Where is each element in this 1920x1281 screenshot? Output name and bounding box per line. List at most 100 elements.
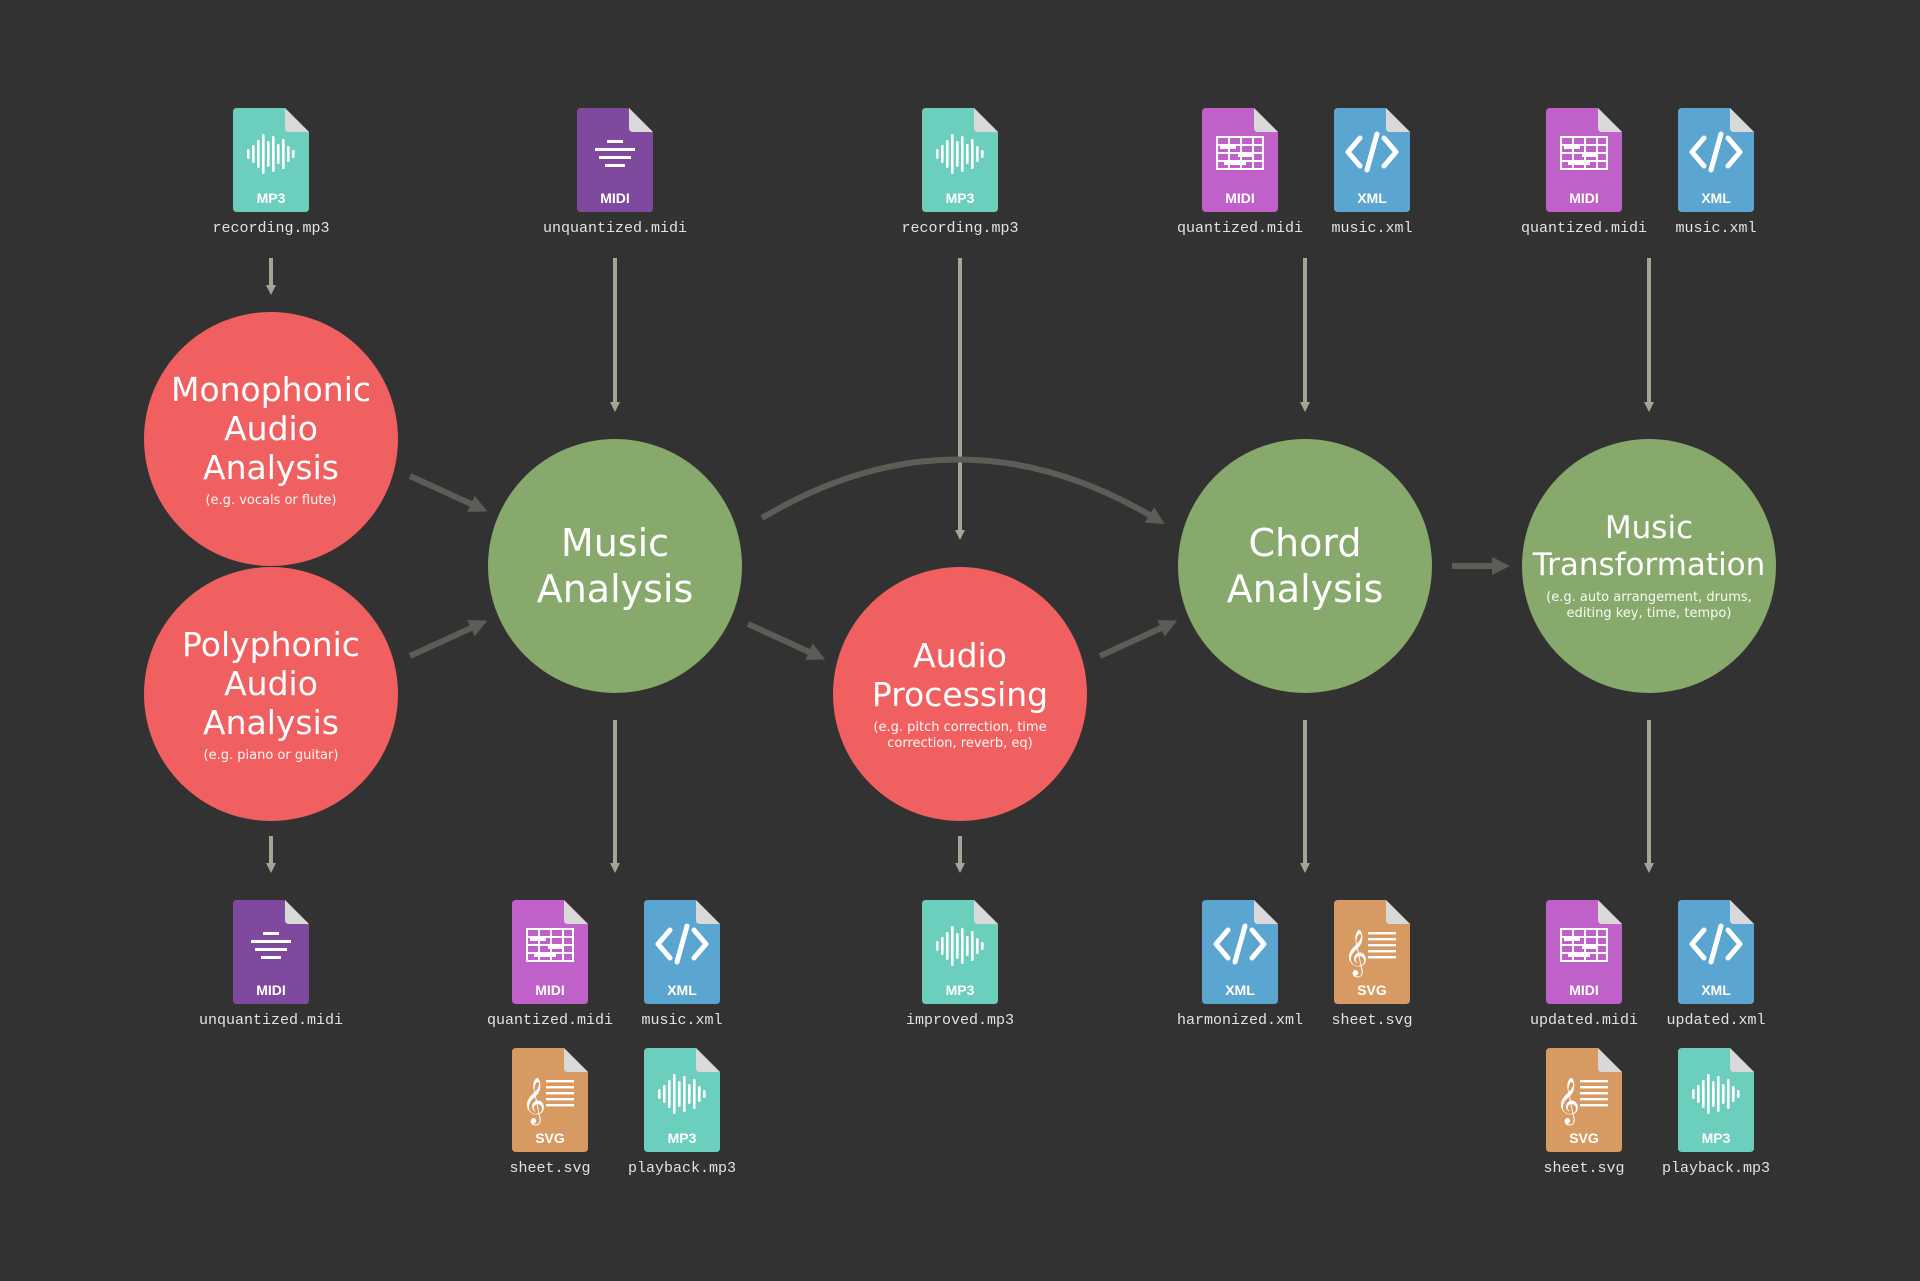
- file-type-label: MP3: [667, 1130, 697, 1146]
- node-monophonic-audio-analysis: Monophonic Audio Analysis (e.g. vocals o…: [144, 312, 398, 566]
- file-input[interactable]: MP3 recording.mp3: [890, 108, 1030, 248]
- file-icon: MP3: [1678, 1048, 1754, 1152]
- treble-clef-icon: 𝄞: [512, 1048, 588, 1152]
- file-input[interactable]: MP3 recording.mp3: [201, 108, 341, 248]
- file-icon: 𝄞 SVG: [1334, 900, 1410, 1004]
- arrow-music-to-audio: [746, 621, 826, 661]
- node-title: Chord Analysis: [1226, 521, 1384, 611]
- node-title: Music Transformation: [1532, 510, 1766, 583]
- file-name: unquantized.midi: [542, 220, 688, 237]
- file-icon: 𝄞 SVG: [1546, 1048, 1622, 1152]
- waveform-icon: [644, 1048, 720, 1152]
- file-icon: MIDI: [512, 900, 588, 1004]
- file-output[interactable]: MIDI quantized.midi: [480, 900, 620, 1040]
- file-name: quantized.midi: [1176, 220, 1304, 237]
- file-name: unquantized.midi: [198, 1012, 344, 1029]
- file-icon: MP3: [644, 1048, 720, 1152]
- node-chord-analysis: Chord Analysis: [1178, 439, 1432, 693]
- file-output[interactable]: MP3 improved.mp3: [890, 900, 1030, 1040]
- file-input[interactable]: MIDI unquantized.midi: [542, 108, 688, 248]
- file-name: updated.midi: [1529, 1012, 1639, 1029]
- file-type-label: MP3: [1701, 1130, 1731, 1146]
- file-icon: XML: [1334, 108, 1410, 212]
- file-name: sheet.svg: [1331, 1012, 1413, 1029]
- waveform-icon: [1678, 1048, 1754, 1152]
- arrow-mono-to-music: [408, 473, 488, 513]
- file-input[interactable]: XML music.xml: [1646, 108, 1786, 248]
- code-icon: [1678, 108, 1754, 212]
- code-icon: [644, 900, 720, 1004]
- file-output[interactable]: MP3 playback.mp3: [1646, 1048, 1786, 1188]
- file-type-label: MIDI: [535, 982, 565, 998]
- treble-clef-icon: 𝄞: [1334, 900, 1410, 1004]
- file-type-label: MIDI: [1225, 190, 1255, 206]
- file-output[interactable]: XML music.xml: [612, 900, 752, 1040]
- code-icon: [1334, 108, 1410, 212]
- file-name: recording.mp3: [212, 220, 330, 237]
- file-name: playback.mp3: [627, 1160, 737, 1177]
- node-polyphonic-audio-analysis: Polyphonic Audio Analysis (e.g. piano or…: [144, 567, 398, 821]
- code-icon: [1202, 900, 1278, 1004]
- file-icon: MP3: [233, 108, 309, 212]
- file-name: recording.mp3: [901, 220, 1019, 237]
- file-icon: MIDI: [1202, 108, 1278, 212]
- file-output[interactable]: 𝄞 SVG sheet.svg: [1514, 1048, 1654, 1188]
- file-icon: 𝄞 SVG: [512, 1048, 588, 1152]
- grid-icon: [1546, 900, 1622, 1004]
- file-name: music.xml: [641, 1012, 723, 1029]
- file-name: quantized.midi: [1520, 220, 1648, 237]
- file-icon: XML: [1202, 900, 1278, 1004]
- file-type-label: XML: [667, 982, 697, 998]
- file-type-label: MIDI: [600, 190, 630, 206]
- file-output[interactable]: MIDI updated.midi: [1514, 900, 1654, 1040]
- file-input[interactable]: MIDI quantized.midi: [1170, 108, 1310, 248]
- code-icon: [1678, 900, 1754, 1004]
- file-output[interactable]: MP3 playback.mp3: [612, 1048, 752, 1188]
- node-subtitle: (e.g. auto arrangement, drums, editing k…: [1546, 590, 1752, 621]
- file-icon: MP3: [922, 108, 998, 212]
- node-music-transformation: Music Transformation (e.g. auto arrangem…: [1522, 439, 1776, 693]
- file-type-label: MIDI: [256, 982, 286, 998]
- node-title: Audio Processing: [871, 636, 1049, 714]
- file-output[interactable]: XML updated.xml: [1646, 900, 1786, 1040]
- node-title: Polyphonic Audio Analysis: [182, 624, 360, 742]
- file-type-label: MP3: [945, 982, 975, 998]
- svg-text:𝄞: 𝄞: [1556, 1078, 1580, 1126]
- lines-icon: [577, 108, 653, 212]
- file-name: sheet.svg: [509, 1160, 591, 1177]
- svg-text:𝄞: 𝄞: [1344, 930, 1368, 978]
- file-icon: MP3: [922, 900, 998, 1004]
- file-icon: MIDI: [1546, 900, 1622, 1004]
- file-name: quantized.midi: [486, 1012, 614, 1029]
- file-output[interactable]: 𝄞 SVG sheet.svg: [480, 1048, 620, 1188]
- lines-icon: [233, 900, 309, 1004]
- svg-text:𝄞: 𝄞: [522, 1078, 546, 1126]
- file-output[interactable]: XML harmonized.xml: [1170, 900, 1310, 1040]
- file-output[interactable]: MIDI unquantized.midi: [198, 900, 344, 1040]
- file-type-label: MIDI: [1569, 982, 1599, 998]
- file-type-label: SVG: [1357, 982, 1387, 998]
- node-title: Music Analysis: [536, 521, 694, 611]
- file-output[interactable]: 𝄞 SVG sheet.svg: [1302, 900, 1442, 1040]
- waveform-icon: [922, 108, 998, 212]
- file-type-label: XML: [1225, 982, 1255, 998]
- arrow-audio-to-chord: [1098, 619, 1178, 659]
- file-input[interactable]: XML music.xml: [1302, 108, 1442, 248]
- file-icon: XML: [1678, 900, 1754, 1004]
- treble-clef-icon: 𝄞: [1546, 1048, 1622, 1152]
- grid-icon: [1202, 108, 1278, 212]
- file-icon: MIDI: [233, 900, 309, 1004]
- file-name: sheet.svg: [1543, 1160, 1625, 1177]
- file-icon: MIDI: [577, 108, 653, 212]
- node-subtitle: (e.g. vocals or flute): [205, 492, 337, 508]
- file-icon: XML: [1678, 108, 1754, 212]
- grid-icon: [512, 900, 588, 1004]
- file-input[interactable]: MIDI quantized.midi: [1514, 108, 1654, 248]
- file-type-label: MIDI: [1569, 190, 1599, 206]
- file-name: music.xml: [1675, 220, 1757, 237]
- node-subtitle: (e.g. piano or guitar): [203, 747, 339, 763]
- file-type-label: MP3: [256, 190, 286, 206]
- waveform-icon: [922, 900, 998, 1004]
